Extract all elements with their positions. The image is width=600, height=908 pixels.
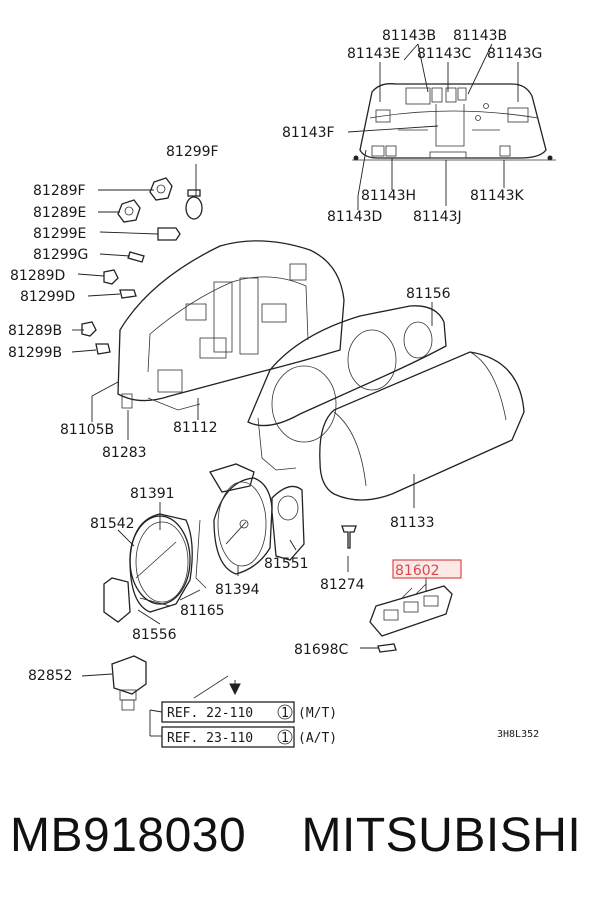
label-81143k: 81143K xyxy=(470,188,525,204)
reference-box-at xyxy=(161,726,295,748)
footer-brand: MITSUBISHI xyxy=(301,809,582,862)
label-81394: 81394 xyxy=(215,582,260,598)
highlight-box xyxy=(392,559,462,579)
label-81698c: 81698C xyxy=(294,642,349,658)
screw-81698c xyxy=(360,643,397,653)
label-81143h: 81143H xyxy=(361,188,416,204)
meter-case-81112 xyxy=(117,240,345,411)
label-81143b-2: 81143B xyxy=(453,28,507,44)
reference-arrow xyxy=(149,675,241,737)
label-81283: 81283 xyxy=(102,445,147,461)
label-81299e: 81299E xyxy=(33,226,86,242)
label-81299g: 81299G xyxy=(33,247,88,263)
label-81299f: 81299F xyxy=(166,144,219,160)
label-81112: 81112 xyxy=(173,420,218,436)
ref-mt-suffix: (M/T) xyxy=(298,706,337,721)
label-81551: 81551 xyxy=(264,556,309,572)
label-81105b: 81105B xyxy=(60,422,114,438)
leaders-81143 xyxy=(347,43,519,210)
label-81143b-1: 81143B xyxy=(382,28,436,44)
sensor-82852 xyxy=(81,655,147,711)
ref-mt-num: 1 xyxy=(281,706,289,721)
label-81143e: 81143E xyxy=(347,46,400,62)
ref-at-suffix: (A/T) xyxy=(298,731,337,746)
label-81143g: 81143G xyxy=(487,46,542,62)
screw-81274 xyxy=(341,525,357,572)
label-81133: 81133 xyxy=(390,515,435,531)
ref-at-num: 1 xyxy=(281,731,289,746)
label-81143c: 81143C xyxy=(417,46,472,62)
glass-81133 xyxy=(319,351,525,501)
leaders-case xyxy=(91,381,199,440)
label-81165: 81165 xyxy=(180,603,225,619)
switch-81602 xyxy=(369,578,453,637)
label-81289d: 81289D xyxy=(10,268,65,284)
label-81556: 81556 xyxy=(132,627,177,643)
label-81274: 81274 xyxy=(320,577,365,593)
label-81299b: 81299B xyxy=(8,345,62,361)
gauges xyxy=(103,463,305,623)
label-81289b: 81289B xyxy=(8,323,62,339)
ref-mt-text: REF. 22-110 xyxy=(167,706,253,721)
label-81391: 81391 xyxy=(130,486,175,502)
reference-box-mt xyxy=(161,701,295,723)
leaders-gauges xyxy=(117,502,297,625)
label-81143j: 81143J xyxy=(413,209,462,225)
ref-at-text: REF. 23-110 xyxy=(167,731,253,746)
label-81542: 81542 xyxy=(90,516,135,532)
label-81299d: 81299D xyxy=(20,289,75,305)
bulbs-sockets xyxy=(81,177,203,355)
label-81289e: 81289E xyxy=(33,205,86,221)
footer-part-number: MB918030 xyxy=(10,809,247,862)
label-82852: 82852 xyxy=(28,668,73,684)
label-81602: 81602 xyxy=(395,563,440,579)
diagram-code: 3H8L352 xyxy=(497,729,539,740)
label-81289f: 81289F xyxy=(33,183,86,199)
footer-caption: MB918030 MITSUBISHI xyxy=(10,808,600,863)
leaders-bulbs xyxy=(71,164,197,353)
plate-81156 xyxy=(247,305,447,471)
label-81143d: 81143D xyxy=(327,209,382,225)
label-81156: 81156 xyxy=(406,286,451,302)
circuit-board-81143f xyxy=(352,83,556,161)
label-81143f: 81143F xyxy=(282,125,335,141)
